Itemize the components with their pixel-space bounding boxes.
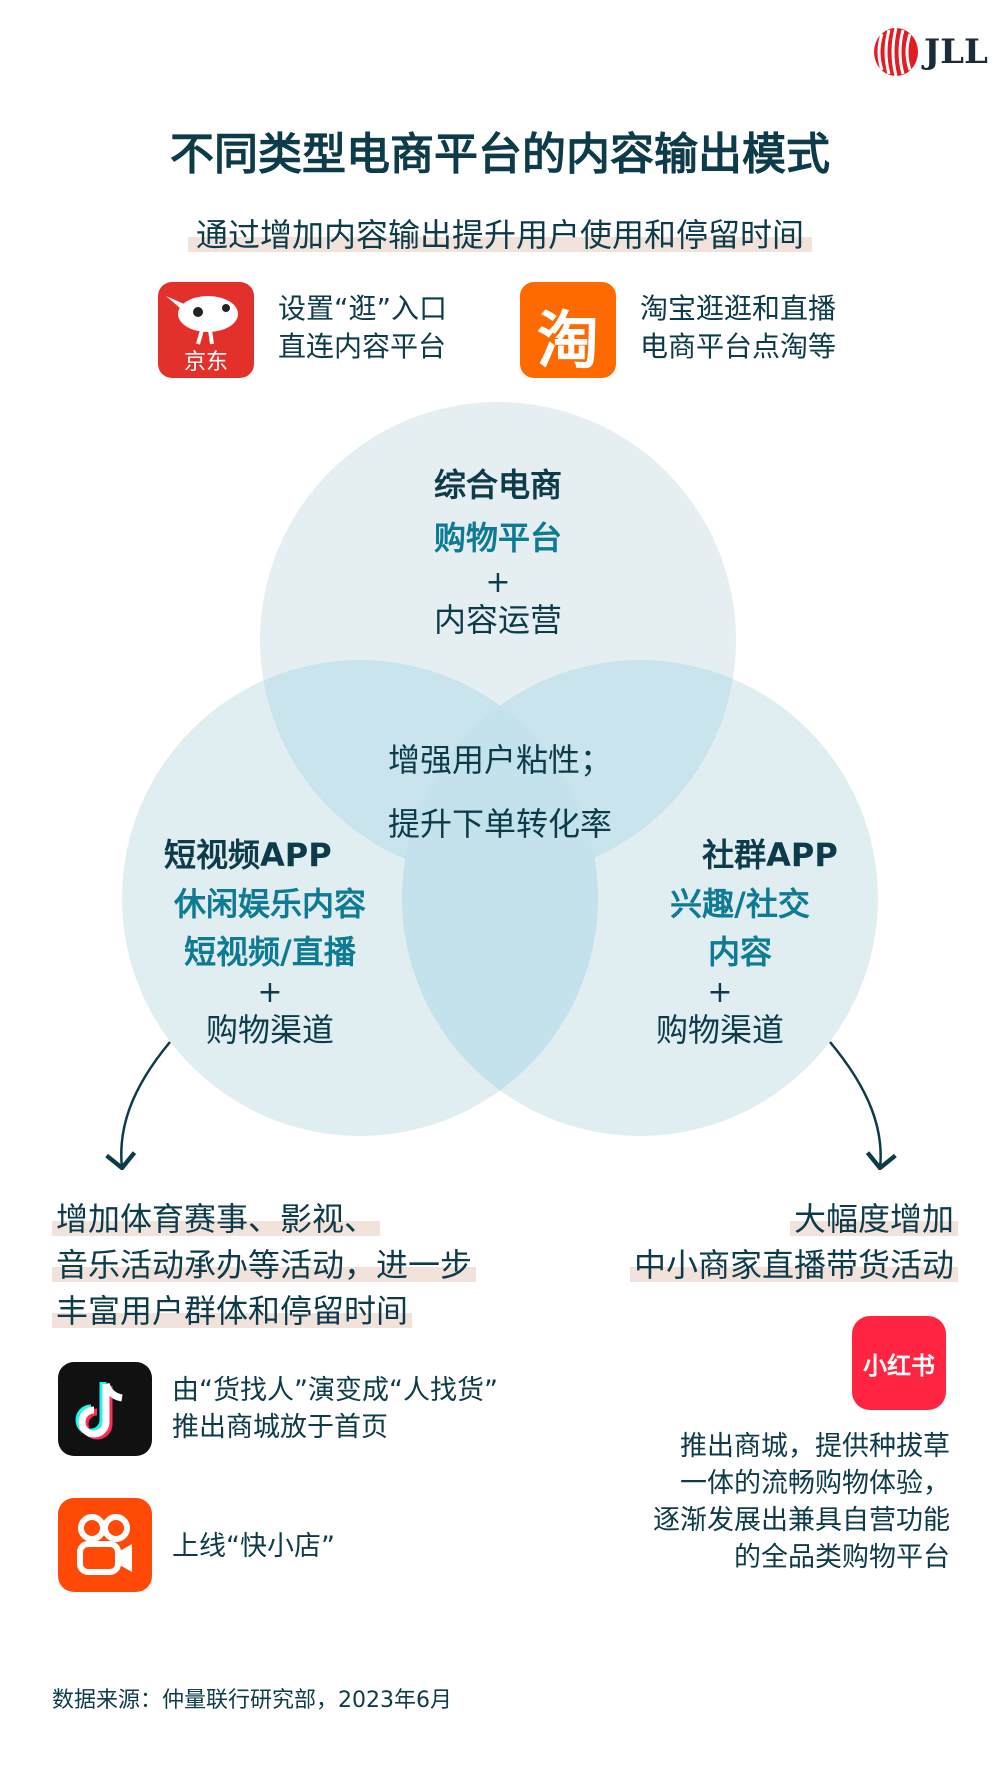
- left-outcome: 增加体育赛事、影视、 音乐活动承办等活动，进一步 丰富用户群体和停留时间: [52, 1196, 477, 1334]
- xiaohongshu-description-line: 一体的流畅购物体验，: [680, 1468, 950, 1499]
- venn-left-rest: 购物渠道: [205, 1011, 334, 1049]
- venn-diagram: [105, 402, 897, 1170]
- venn-right-highlight: 内容: [707, 933, 772, 971]
- venn-right-rest: 购物渠道: [655, 1011, 784, 1049]
- taobao-icon: 淘: [536, 304, 599, 377]
- jd-description-line: 直连内容平台: [278, 330, 447, 363]
- venn-top-plus: +: [485, 565, 511, 600]
- xiaohongshu-description: 推出商城，提供种拔草 一体的流畅购物体验， 逐渐发展出兼具自营功能 的全品类购物…: [653, 1428, 950, 1576]
- kuaishou-logo: [58, 1498, 152, 1592]
- jd-description-line: 设置“逛”入口: [278, 292, 448, 325]
- right-outcome: 大幅度增加 中小商家直播带货活动: [629, 1196, 958, 1288]
- jll-wordmark: JLL: [924, 32, 988, 72]
- jd-logo-label: 京东: [183, 350, 228, 375]
- taobao-description-line: 电商平台点淘等: [640, 330, 837, 363]
- xiaohongshu-icon: 小红书: [863, 1352, 935, 1380]
- venn-left-label: 短视频APP 休闲娱乐内容 短视频/直播 + 购物渠道: [130, 830, 410, 1050]
- subtitle-text: 通过增加内容输出提升用户使用和停留时间: [187, 216, 812, 254]
- venn-overlap-left-right: [402, 660, 598, 1136]
- kuaishou-description: 上线“快小店”: [172, 1528, 335, 1565]
- venn-center-label: 增强用户粘性； 提升下单转化率: [330, 728, 670, 856]
- venn-top-rest: 内容运营: [433, 601, 562, 639]
- venn-left-plus: +: [257, 975, 283, 1010]
- venn-left-highlight: 休闲娱乐内容: [173, 885, 366, 923]
- left-outcome-line: 增加体育赛事、影视、: [52, 1200, 381, 1238]
- venn-right-label: 社群APP 兴趣/社交 内容 + 购物渠道: [600, 830, 880, 1050]
- jd-description: 设置“逛”入口 直连内容平台: [278, 290, 447, 366]
- venn-left-title: 短视频APP: [164, 836, 332, 874]
- jll-logo: JLL: [872, 26, 988, 78]
- douyin-logo: [58, 1362, 152, 1456]
- jd-logo: 京东: [158, 282, 254, 378]
- venn-right-highlight: 兴趣/社交: [670, 885, 810, 923]
- jll-emblem-icon: [874, 27, 918, 77]
- page-title: 不同类型电商平台的内容输出模式: [170, 129, 830, 180]
- venn-overlap-top-right: [402, 660, 736, 878]
- venn-center-line: 提升下单转化率: [387, 805, 612, 843]
- venn-right-title: 社群APP: [702, 836, 838, 874]
- kuaishou-description-line: 上线“快小店”: [172, 1531, 335, 1562]
- venn-center-line: 增强用户粘性；: [387, 741, 612, 779]
- data-source: 数据来源：仲量联行研究部，2023年6月: [52, 1688, 452, 1713]
- left-arrow: [105, 1041, 171, 1170]
- venn-right-plus: +: [707, 975, 733, 1010]
- left-outcome-line: 音乐活动承办等活动，进一步: [52, 1246, 477, 1284]
- venn-overlap-top-left: [260, 660, 598, 878]
- venn-left-highlight: 短视频/直播: [184, 933, 356, 971]
- tiktok-icon: [75, 1382, 123, 1440]
- xiaohongshu-description-line: 逐渐发展出兼具自营功能: [653, 1505, 950, 1536]
- xiaohongshu-description-line: 推出商城，提供种拔草: [680, 1431, 950, 1462]
- taobao-logo: 淘: [520, 282, 616, 378]
- douyin-description-line: 由“货找人”演变成“人找货”: [172, 1375, 498, 1406]
- kuaishou-icon: [77, 1514, 132, 1575]
- venn-top-title: 综合电商: [433, 466, 562, 504]
- venn-top-label: 综合电商 购物平台 + 内容运营: [348, 460, 648, 640]
- right-outcome-line: 大幅度增加: [789, 1200, 958, 1238]
- xiaohongshu-description-line: 的全品类购物平台: [734, 1542, 950, 1573]
- right-arrow: [829, 1041, 897, 1170]
- douyin-description-line: 推出商城放于首页: [172, 1412, 388, 1443]
- page-subtitle: 通过增加内容输出提升用户使用和停留时间: [0, 210, 1000, 256]
- douyin-description: 由“货找人”演变成“人找货” 推出商城放于首页: [172, 1372, 498, 1446]
- jd-dog-icon: [166, 296, 238, 345]
- taobao-description-line: 淘宝逛逛和直播: [640, 292, 837, 325]
- right-outcome-line: 中小商家直播带货活动: [629, 1246, 958, 1284]
- taobao-description: 淘宝逛逛和直播 电商平台点淘等: [640, 290, 836, 366]
- venn-top-highlight: 购物平台: [433, 519, 562, 557]
- xiaohongshu-logo: 小红书: [852, 1316, 946, 1410]
- left-outcome-line: 丰富用户群体和停留时间: [52, 1292, 413, 1330]
